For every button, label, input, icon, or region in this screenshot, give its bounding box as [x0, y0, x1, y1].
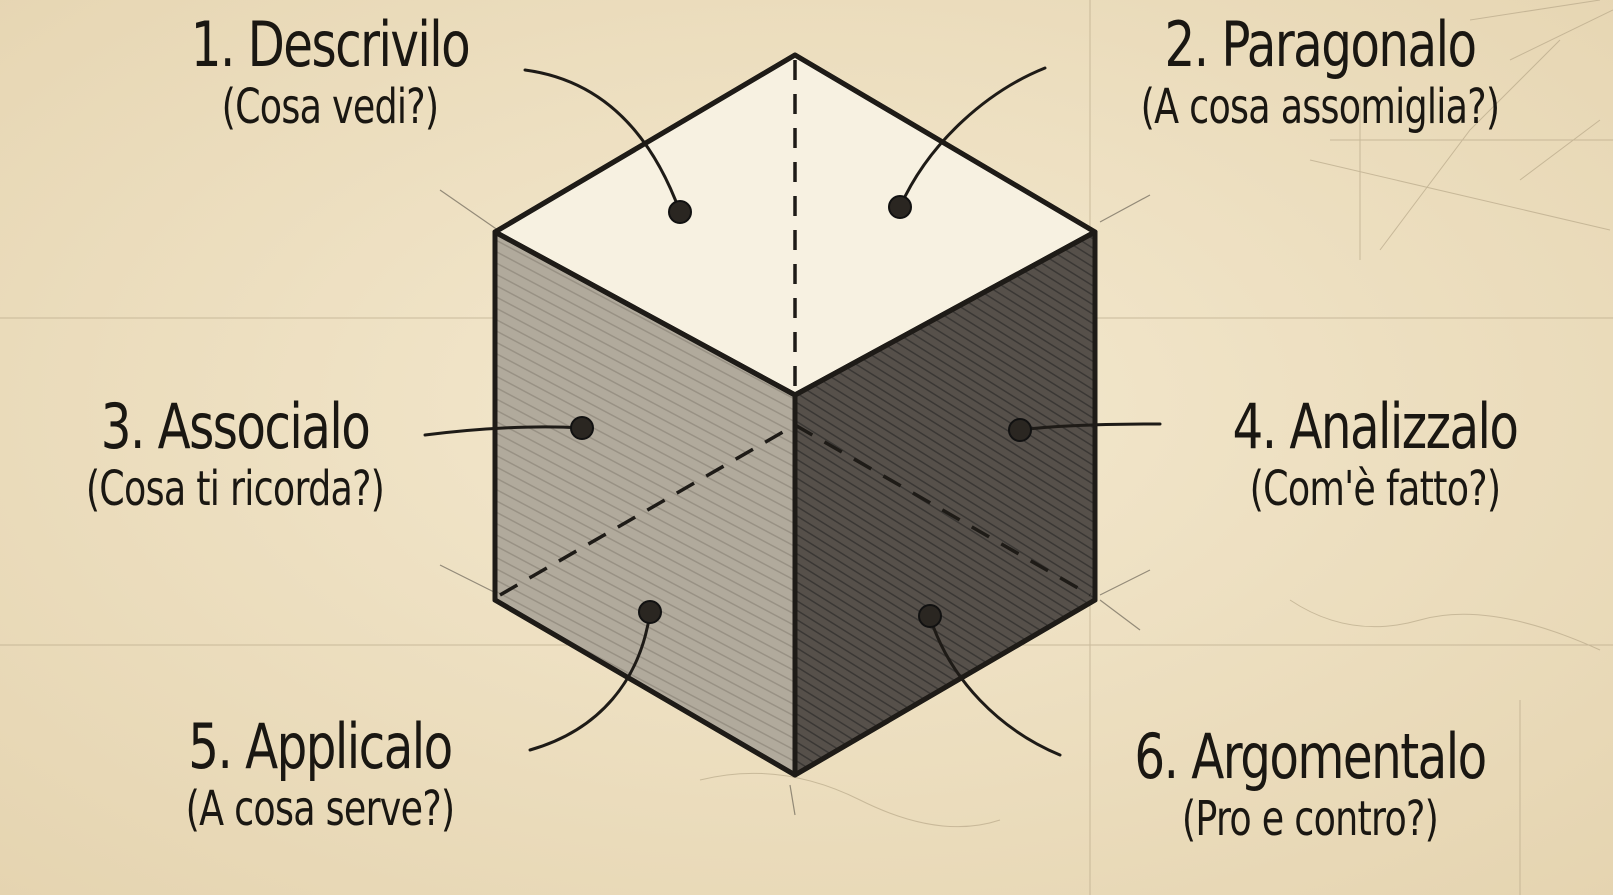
label-question: (Com'è fatto?) — [1196, 462, 1553, 516]
label-title: 6. Argomentalo — [1099, 722, 1520, 792]
label-question: (A cosa serve?) — [145, 782, 495, 836]
label-title: 3. Associalo — [52, 392, 419, 462]
label-argomentalo: 6. Argomentalo (Pro e contro?) — [1040, 722, 1580, 846]
dot-3 — [571, 417, 593, 439]
label-title: 5. Applicalo — [141, 712, 500, 782]
label-analizzalo: 4. Analizzalo (Com'è fatto?) — [1140, 392, 1610, 516]
label-applicalo: 5. Applicalo (A cosa serve?) — [90, 712, 550, 836]
dot-2 — [889, 196, 911, 218]
dot-6 — [919, 605, 941, 627]
label-question: (Cosa ti ricorda?) — [56, 462, 413, 516]
label-question: (Cosa vedi?) — [155, 80, 505, 134]
label-paragonalo: 2. Paragonalo (A cosa assomiglia?) — [1050, 10, 1590, 134]
dot-1 — [669, 201, 691, 223]
label-question: (A cosa assomiglia?) — [1115, 80, 1525, 134]
dot-5 — [639, 601, 661, 623]
label-title: 2. Paragonalo — [1109, 10, 1530, 80]
label-title: 4. Analizzalo — [1192, 392, 1559, 462]
label-associalo: 3. Associalo (Cosa ti ricorda?) — [0, 392, 470, 516]
label-title: 1. Descrivilo — [151, 10, 510, 80]
label-descrivilo: 1. Descrivilo (Cosa vedi?) — [100, 10, 560, 134]
dot-4 — [1009, 419, 1031, 441]
label-question: (Pro e contro?) — [1105, 792, 1515, 846]
